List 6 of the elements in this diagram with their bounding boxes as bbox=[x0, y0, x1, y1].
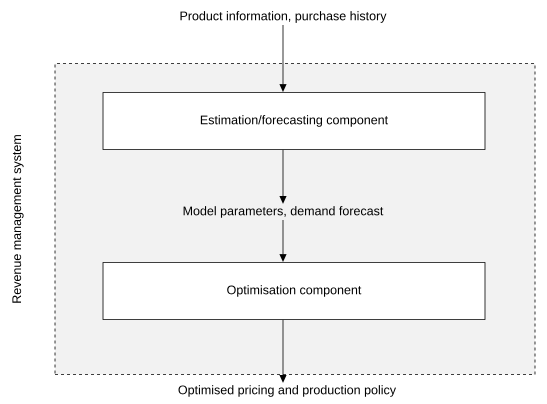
flow-text: Optimised pricing and production policy bbox=[178, 385, 396, 397]
flow-text: Product information, purchase history bbox=[180, 11, 386, 23]
flow-text: Model parameters, demand forecast bbox=[184, 206, 384, 218]
process-box: Estimation/forecasting component bbox=[102, 92, 486, 150]
process-box: Optimisation component bbox=[102, 262, 486, 320]
system-label: Revenue management system bbox=[12, 135, 24, 303]
